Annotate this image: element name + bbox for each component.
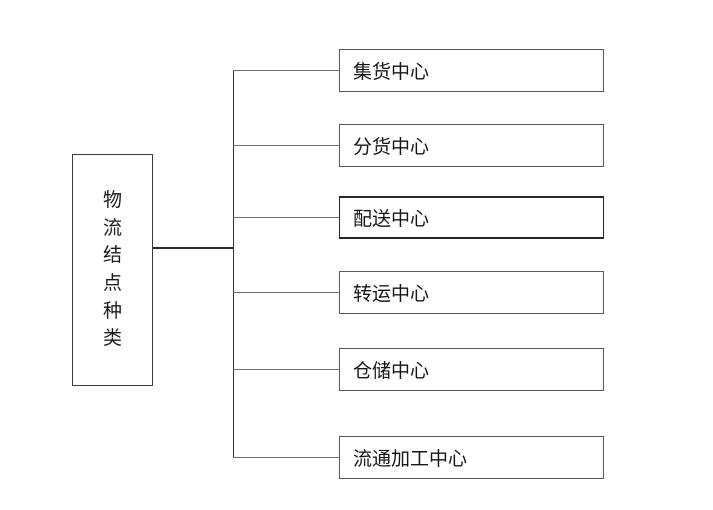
leaf-node-4-label: 转运中心	[353, 283, 430, 305]
root-node-logistics-node-types[interactable]: 物 流 结 点 种 类	[72, 154, 153, 386]
connector-branch-2	[233, 145, 339, 146]
leaf-node-6-label: 流通加工中心	[353, 448, 468, 470]
root-label-char-6: 类	[102, 327, 122, 350]
leaf-node-5[interactable]: 仓储中心	[339, 348, 604, 391]
root-label-char-3: 结	[102, 244, 122, 267]
connector-branch-5	[233, 369, 339, 370]
leaf-node-6[interactable]: 流通加工中心	[339, 436, 604, 479]
leaf-node-2[interactable]: 分货中心	[339, 124, 604, 167]
root-label-char-5: 种	[102, 299, 122, 322]
leaf-node-2-label: 分货中心	[353, 136, 430, 158]
root-node-label: 物 流 结 点 种 类	[103, 187, 122, 352]
leaf-node-1-label: 集货中心	[353, 61, 430, 83]
connector-trunk-vertical	[233, 70, 234, 458]
leaf-node-1[interactable]: 集货中心	[339, 49, 604, 92]
root-label-char-1: 物	[102, 189, 122, 212]
root-label-char-4: 点	[102, 272, 122, 294]
leaf-node-3-label: 配送中心	[353, 208, 430, 230]
connector-branch-4	[233, 292, 339, 293]
leaf-node-4[interactable]: 转运中心	[339, 271, 604, 314]
connector-branch-6	[233, 457, 339, 458]
leaf-node-5-label: 仓储中心	[353, 360, 430, 382]
connector-root-to-trunk	[153, 247, 234, 249]
root-label-char-2: 流	[102, 216, 122, 239]
connector-branch-3	[233, 217, 339, 218]
connector-branch-1	[233, 70, 339, 71]
leaf-node-3[interactable]: 配送中心	[339, 196, 604, 239]
